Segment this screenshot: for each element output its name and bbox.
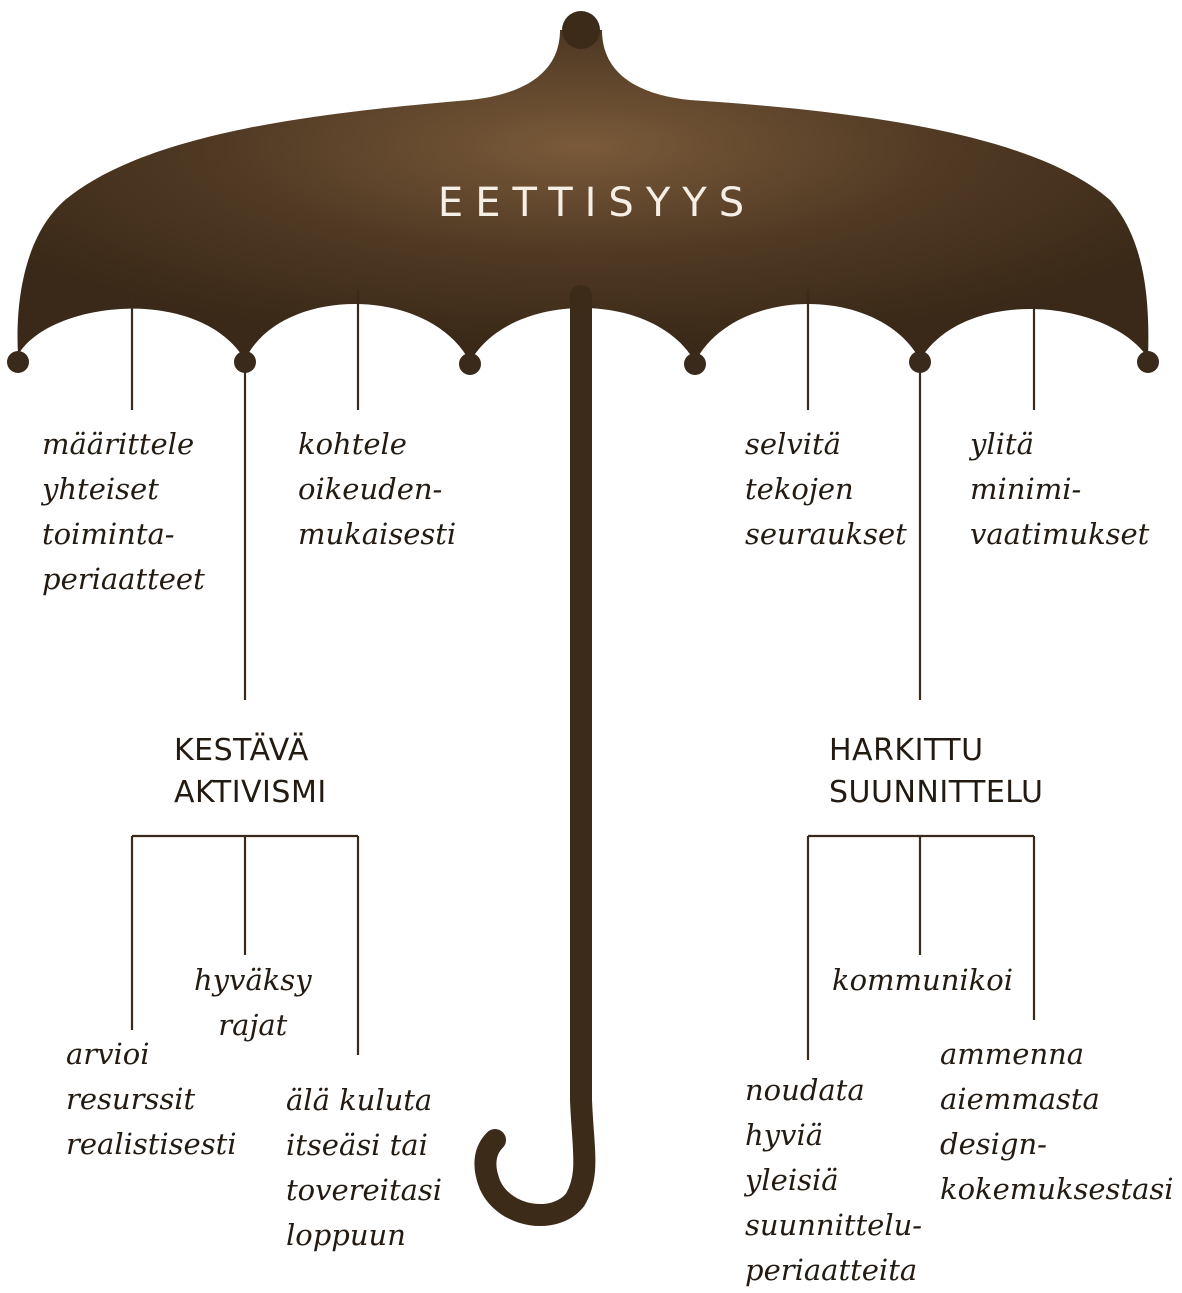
rib-tip bbox=[684, 353, 706, 375]
right-top-item-1: selvitä tekojen seuraukset bbox=[745, 427, 907, 551]
left-sub-item-1: arvioi resurssit realistisesti bbox=[66, 1037, 237, 1161]
right-sub-item-2: kommunikoi bbox=[832, 963, 1013, 997]
umbrella-top-knob bbox=[562, 11, 600, 49]
right-top-item-2: ylitä minimi- vaatimukset bbox=[970, 427, 1150, 551]
left-sub-item-3: älä kuluta itseäsi tai tovereitasi loppu… bbox=[286, 1083, 443, 1252]
left-top-item-1: määrittele yhteiset toiminta- periaattee… bbox=[42, 427, 205, 596]
right-branch-heading: HARKITTU SUUNNITTELU bbox=[829, 733, 1044, 810]
umbrella-canopy bbox=[17, 30, 1149, 362]
right-sub-item-1: noudata hyviä yleisiä suunnittelu- peria… bbox=[745, 1073, 923, 1287]
rib-tip bbox=[909, 351, 931, 373]
rib-tip bbox=[1137, 351, 1159, 373]
rib-tip bbox=[7, 351, 29, 373]
left-top-item-2: kohtele oikeuden- mukaisesti bbox=[298, 427, 457, 551]
left-branch-heading: KESTÄVÄ AKTIVISMI bbox=[174, 733, 327, 810]
umbrella-shaft bbox=[474, 285, 596, 1226]
left-sub-item-2: hyväksy rajat bbox=[194, 963, 312, 1042]
diagram-title: EETTISYYS bbox=[437, 180, 757, 226]
rib-tip bbox=[459, 353, 481, 375]
right-sub-item-3: ammenna aiemmasta design- kokemuksestasi bbox=[940, 1037, 1174, 1206]
rib-tip bbox=[234, 351, 256, 373]
